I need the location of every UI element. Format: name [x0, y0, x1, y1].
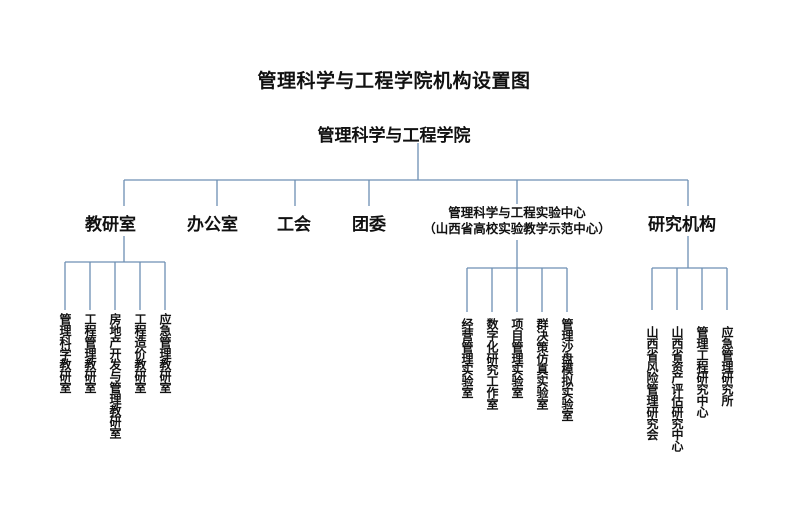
node-teaching: 教研室 [85, 215, 136, 235]
node-office: 办公室 [187, 215, 238, 235]
lab-sandbox-simulation: 管理沙盘模拟实验室 [560, 318, 574, 421]
section-management-science: 管理科学教研室 [58, 313, 72, 393]
lab-operations: 经营管理实验室 [460, 318, 474, 398]
unit-risk-management-society: 山西省风险管理研究会 [645, 326, 659, 441]
node-league: 团委 [352, 215, 386, 235]
node-union: 工会 [277, 215, 311, 235]
unit-asset-appraisal-center: 山西省资产评估研究中心 [670, 326, 684, 452]
unit-management-engineering-center: 管理工程研究中心 [695, 326, 709, 418]
section-engineering-management: 工程管理教研室 [83, 313, 97, 393]
section-real-estate: 房地产开发与管理教研室 [108, 313, 122, 439]
center-subtitle: （山西省高校实验教学示范中心） [423, 221, 611, 236]
section-emergency-management: 应急管理教研室 [158, 313, 172, 393]
diagram-title: 管理科学与工程学院机构设置图 [257, 70, 531, 92]
center-name: 管理科学与工程实验中心 [448, 205, 586, 220]
lab-digital-research: 数字化研究工作室 [485, 318, 499, 410]
node-center: 管理科学与工程实验中心 （山西省高校实验教学示范中心） [407, 205, 627, 237]
root-node: 管理科学与工程学院 [317, 126, 471, 146]
section-cost-engineering: 工程造价教研室 [133, 313, 147, 393]
lab-project-management: 项目管理实验室 [510, 318, 524, 398]
node-research: 研究机构 [648, 215, 716, 235]
lab-group-decision: 群决策仿真实验室 [535, 318, 549, 410]
unit-emergency-management-institute: 应急管理研究所 [720, 326, 734, 406]
